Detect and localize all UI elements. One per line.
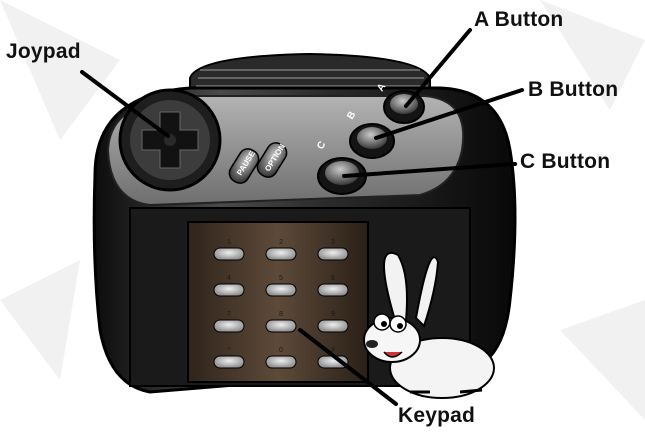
keypad-key-label: * <box>228 347 231 354</box>
a-button-label: A Button <box>474 8 563 32</box>
joypad[interactable] <box>120 90 220 190</box>
c-button-label: C Button <box>520 150 610 174</box>
a-button[interactable] <box>384 91 424 123</box>
keypad-key-label: 9 <box>331 311 335 318</box>
keypad-key-label: 5 <box>279 275 283 282</box>
joypad-label: Joypad <box>6 40 81 64</box>
b-button-label: B Button <box>528 78 618 102</box>
keypad-key-label: 2 <box>279 239 283 246</box>
keypad-key-label: 4 <box>227 275 231 282</box>
keypad-key-label: 7 <box>227 311 231 318</box>
b-button[interactable] <box>350 124 394 158</box>
keypad-key-label: 0 <box>279 347 283 354</box>
keypad-key-label: 3 <box>331 239 335 246</box>
keypad-label: Keypad <box>398 404 475 428</box>
top-grip <box>190 54 430 90</box>
keypad-key-label: 8 <box>279 311 283 318</box>
keypad-key-label: 1 <box>227 239 231 246</box>
keypad-key-label: 6 <box>331 275 335 282</box>
